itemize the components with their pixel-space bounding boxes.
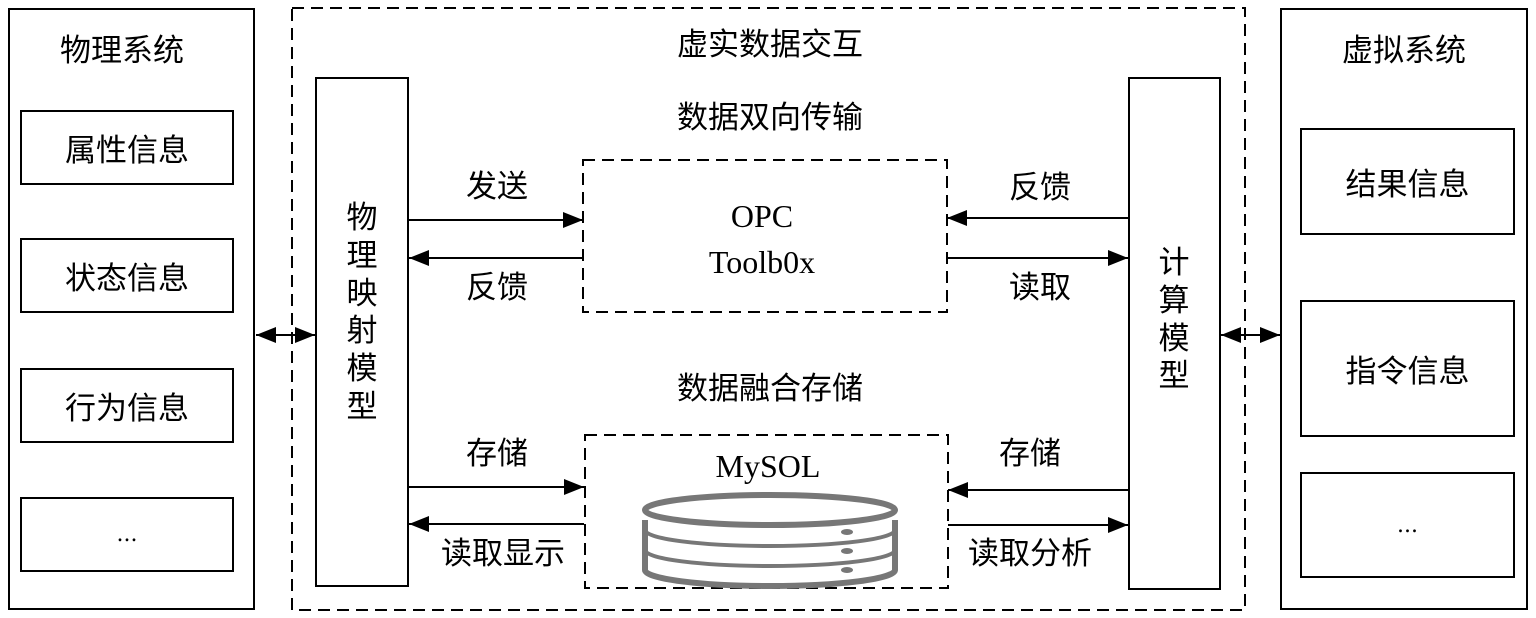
right-read-label: 读取	[1009, 270, 1071, 306]
transfer-title: 数据双向传输	[677, 100, 863, 136]
send-label: 发送	[466, 169, 528, 205]
physical-model-label: 物理映射模型	[346, 200, 378, 426]
more-virtual-info-box: ...	[1300, 472, 1515, 578]
behavior-info-box: 行为信息	[20, 368, 234, 443]
toolbox-label: Toolb0x	[708, 244, 816, 280]
virtual-system-panel	[1280, 8, 1528, 610]
right-store-label: 存储	[999, 436, 1061, 472]
opc-dashed-border	[582, 159, 948, 313]
read-display-label: 读取显示	[441, 536, 565, 572]
attribute-info-box: 属性信息	[20, 110, 234, 185]
physical-model-box	[315, 77, 409, 587]
right-feedback-label: 反馈	[1009, 170, 1071, 206]
more-info-box: ...	[20, 497, 234, 572]
compute-model-box	[1128, 77, 1221, 590]
opc-label: OPC	[730, 198, 794, 234]
left-store-label: 存储	[466, 436, 528, 472]
interaction-title: 虚实数据交互	[677, 27, 863, 63]
compute-model-label: 计算模型	[1158, 245, 1190, 395]
command-info-box: 指令信息	[1300, 300, 1515, 437]
read-analyze-label: 读取分析	[968, 536, 1092, 572]
database-icon	[642, 492, 898, 589]
virtual-system-title: 虚拟系统	[1342, 33, 1466, 69]
physical-system-panel	[8, 8, 255, 610]
physical-system-title: 物理系统	[60, 33, 184, 69]
storage-title: 数据融合存储	[677, 371, 863, 407]
db-label: MySOL	[715, 448, 821, 484]
result-info-box: 结果信息	[1300, 128, 1515, 235]
state-info-box: 状态信息	[20, 238, 234, 313]
left-feedback-label: 反馈	[466, 270, 528, 306]
db-dashed-border	[584, 434, 949, 589]
interaction-dashed-border	[291, 7, 1246, 611]
